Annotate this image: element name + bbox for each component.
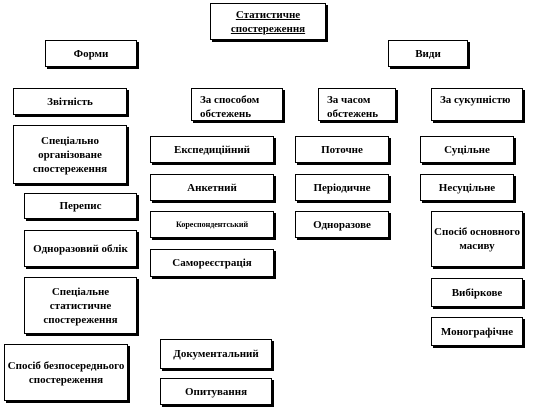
forms-header: Форми (45, 40, 137, 67)
by-method-item-questionnaire: Анкетний (150, 174, 274, 201)
by-coverage-item-sample: Вибіркове (431, 278, 523, 307)
by-method-item-survey: Опитування (160, 378, 272, 405)
forms-item-direct-observation: Спосіб безпосереднього спостереження (4, 344, 128, 401)
kinds-header-label: Види (415, 47, 441, 60)
by-method-item-correspondent: Кореспондентський (150, 211, 274, 238)
forms-item-reporting: Звітність (13, 88, 127, 115)
by-time-item-current: Поточне (295, 136, 389, 163)
root-node: Статистичне спостереження (210, 3, 326, 40)
by-time-item-one-time: Одноразове (295, 211, 389, 238)
by-coverage-item-non-continuous: Несуцільне (420, 174, 514, 201)
forms-item-census: Перепис (24, 193, 137, 219)
forms-item-one-time-accounting: Одноразовий облік (24, 230, 137, 267)
kinds-header: Види (388, 40, 468, 67)
by-method-item-self-registration: Самореєстрація (150, 249, 274, 277)
by-coverage-item-continuous: Суцільне (420, 136, 514, 163)
by-time-item-periodic: Періодичне (295, 174, 389, 201)
by-method-header: За способом обстежень (191, 88, 283, 121)
forms-item-special-organized: Спеціально організоване спостереження (13, 125, 127, 184)
forms-header-label: Форми (73, 47, 109, 60)
by-time-header: За часом обстежень (318, 88, 396, 121)
by-coverage-item-main-array: Спосіб основного масиву (431, 211, 523, 267)
root-label: Статистичне спостереження (230, 8, 306, 35)
by-coverage-item-monographic: Монографічне (431, 317, 523, 346)
by-method-item-documentary: Документальний (160, 339, 272, 369)
by-method-item-expedition: Експедиційний (150, 136, 274, 163)
forms-item-special-statistical: Спеціальне статистичне спостереження (24, 277, 137, 334)
by-coverage-header: За сукупністю (431, 88, 523, 121)
